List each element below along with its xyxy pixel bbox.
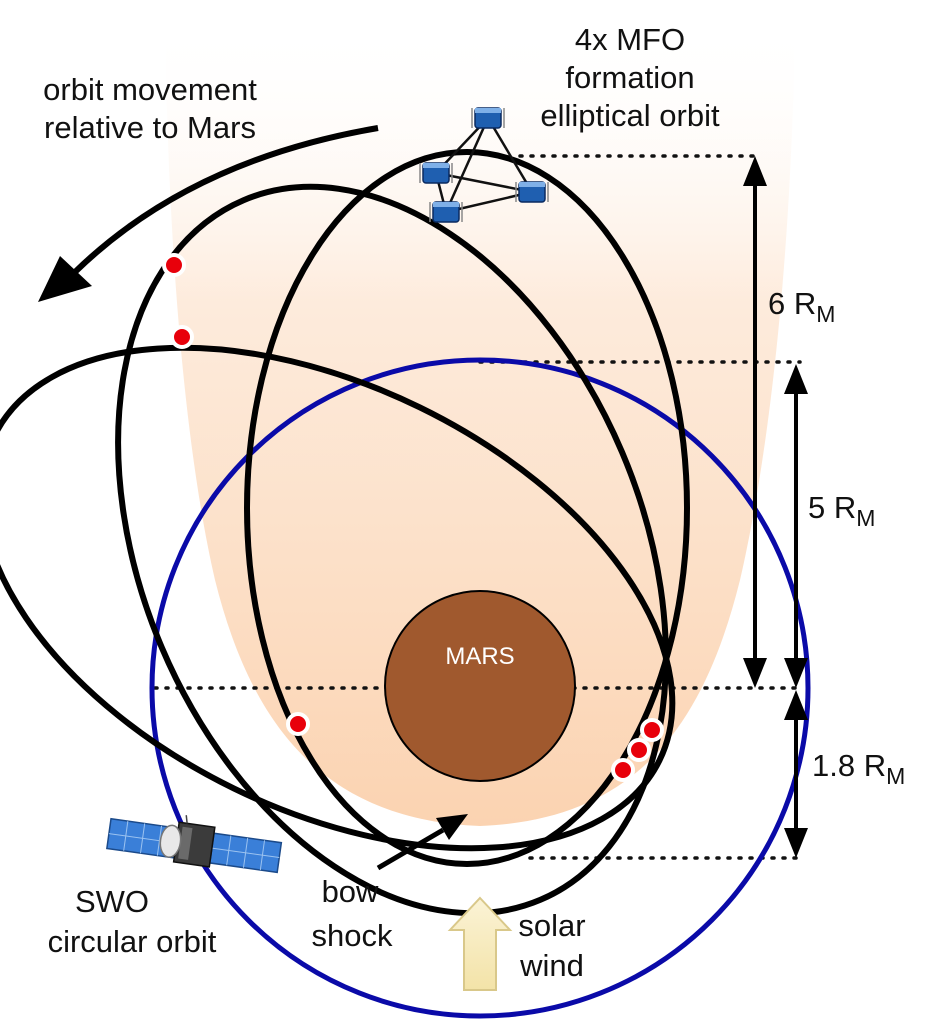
orbit-movement-label: orbit movement relative to Mars xyxy=(43,72,257,145)
mfo-orbit-3 xyxy=(0,344,676,852)
svg-text:wind: wind xyxy=(519,948,584,983)
dimension-5rm xyxy=(784,364,808,688)
solar-wind-label: solar wind xyxy=(518,908,585,983)
marker xyxy=(162,253,186,277)
swo-spacecraft-icon xyxy=(106,815,283,874)
svg-text:shock: shock xyxy=(312,918,393,953)
marker xyxy=(611,758,635,782)
svg-text:5 RM: 5 RM xyxy=(808,490,875,531)
svg-text:4x MFO: 4x MFO xyxy=(575,22,685,57)
mfo-orbit-2 xyxy=(115,183,669,917)
wake-region xyxy=(165,20,795,826)
svg-text:1.8 RM: 1.8 RM xyxy=(812,748,905,789)
satellite-icon xyxy=(419,162,453,184)
svg-text:formation: formation xyxy=(565,60,694,95)
svg-text:solar: solar xyxy=(518,908,585,943)
mfo-orbit-1 xyxy=(244,149,690,867)
mfo-elliptical-orbits xyxy=(0,149,690,917)
svg-text:relative to Mars: relative to Mars xyxy=(44,110,256,145)
orbit-movement-arrow xyxy=(38,125,379,302)
marker xyxy=(627,738,651,762)
svg-text:elliptical orbit: elliptical orbit xyxy=(540,98,720,133)
svg-text:bow: bow xyxy=(322,874,379,909)
satellite-icon xyxy=(429,201,463,223)
svg-text:circular orbit: circular orbit xyxy=(48,924,217,959)
dimension-6rm xyxy=(743,156,767,688)
swo-circular-orbit xyxy=(149,357,811,1019)
dimension-label-18rm: 1.8 RM xyxy=(812,748,905,789)
svg-text:orbit movement: orbit movement xyxy=(43,72,257,107)
mfo-formation-icon xyxy=(419,107,549,223)
bow-shock-label: bow shock xyxy=(312,874,393,953)
svg-text:SWO: SWO xyxy=(75,884,149,919)
marker xyxy=(286,712,310,736)
dimension-arrows xyxy=(743,156,808,858)
solar-wind-arrow xyxy=(447,896,513,991)
dimension-18rm xyxy=(784,690,808,858)
marker xyxy=(170,325,194,349)
swo-label: SWO circular orbit xyxy=(48,884,217,959)
satellite-icon xyxy=(515,181,549,203)
mars-label: MARS xyxy=(445,643,514,670)
bow-shock-arrow xyxy=(376,814,468,871)
mars-planet xyxy=(384,590,576,782)
marker xyxy=(640,718,664,742)
satellite-icon xyxy=(471,107,505,129)
dimension-label-6rm: 6 RM xyxy=(768,286,835,327)
dimension-label-5rm: 5 RM xyxy=(808,490,875,531)
mfo-formation-label: 4x MFO formation elliptical orbit xyxy=(540,22,720,133)
svg-text:6 RM: 6 RM xyxy=(768,286,835,327)
spacecraft-markers xyxy=(162,253,664,782)
